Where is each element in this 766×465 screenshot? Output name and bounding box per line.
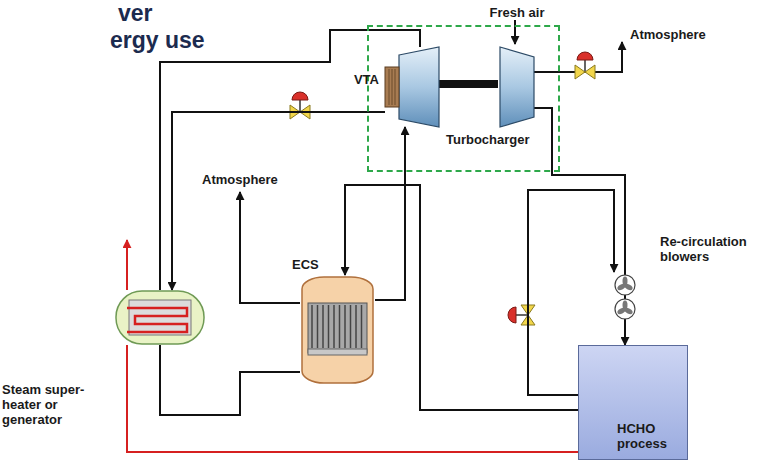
component-label: Turbocharger bbox=[446, 132, 530, 147]
recirculation-blowers-symbol bbox=[608, 272, 642, 322]
turbine-symbol bbox=[385, 47, 439, 127]
component-label: ECS bbox=[292, 257, 319, 272]
turbine: VTA bbox=[385, 47, 439, 127]
component-label: HCHO process bbox=[617, 421, 679, 451]
steam-superheater-symbol bbox=[115, 290, 205, 345]
vent-label: Atmosphere bbox=[202, 172, 278, 187]
steam-superheater: Steam super-heater or generator bbox=[115, 290, 205, 345]
vent-line bbox=[240, 192, 300, 303]
process-box: HCHO process bbox=[578, 345, 688, 460]
control-valve bbox=[508, 305, 535, 325]
process-line bbox=[172, 112, 385, 290]
control-valve bbox=[290, 92, 310, 119]
process-line bbox=[345, 185, 578, 410]
turbo-shaft bbox=[437, 80, 498, 88]
component-label: Fresh air bbox=[490, 5, 545, 20]
fresh-air-line bbox=[514, 20, 516, 44]
component-label: Re-circulation blowers bbox=[660, 234, 764, 264]
turbocharger-group: VTA Fresh airTurbocharger bbox=[367, 25, 560, 172]
ecs-vessel-symbol bbox=[300, 275, 375, 385]
title-fragment: ergy use bbox=[110, 27, 205, 53]
component-label: VTA bbox=[354, 72, 379, 87]
steam-line bbox=[126, 240, 128, 290]
title-fragment: ver bbox=[118, 0, 153, 26]
compressor: Fresh air bbox=[500, 47, 534, 127]
process-line bbox=[160, 30, 420, 290]
compressor-symbol bbox=[500, 47, 534, 127]
recirculation-blowers: Re-circulation blowers bbox=[608, 272, 642, 322]
vent-label: Atmosphere bbox=[630, 27, 706, 42]
ecs-vessel: ECS bbox=[300, 275, 375, 385]
process-line bbox=[624, 322, 626, 345]
component-label: Steam super-heater or generator bbox=[2, 382, 102, 427]
process-line bbox=[375, 127, 405, 300]
process-line bbox=[160, 345, 300, 415]
control-valve bbox=[575, 52, 595, 79]
